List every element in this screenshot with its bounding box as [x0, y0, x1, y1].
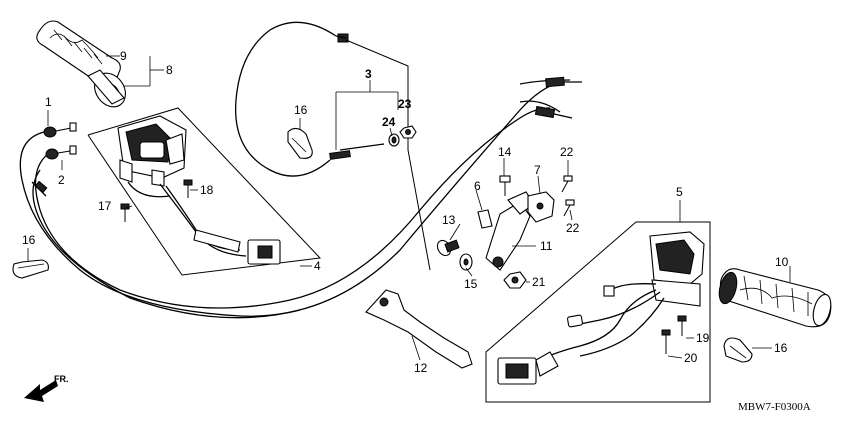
front-direction-arrow: FR. — [24, 374, 69, 402]
callout-18: 18 — [200, 183, 214, 197]
washer-24 — [388, 133, 400, 147]
callout-14: 14 — [498, 145, 512, 159]
callout-24: 24 — [382, 115, 396, 129]
clip-16-left — [12, 259, 49, 279]
left-switch-housing — [87, 107, 322, 276]
callout-22-top: 22 — [560, 145, 574, 159]
callout-20: 20 — [684, 351, 698, 365]
cable-routing — [19, 79, 571, 319]
callout-2: 2 — [58, 173, 65, 187]
callout-9: 9 — [120, 49, 127, 63]
right-switch-housing — [485, 221, 711, 403]
switch-7 — [527, 191, 555, 223]
leader-lines — [27, 55, 791, 361]
adjuster-13 — [436, 239, 460, 257]
callout-13: 13 — [442, 213, 456, 227]
bolt-20 — [661, 329, 671, 354]
front-direction-label: FR. — [54, 374, 69, 384]
callout-4: 4 — [314, 259, 321, 273]
callout-16-center: 16 — [294, 103, 308, 117]
callout-3: 3 — [365, 67, 372, 81]
right-grip — [718, 268, 832, 328]
bolt-17 — [120, 203, 130, 222]
washer-15 — [459, 253, 473, 271]
callout-10: 10 — [775, 255, 789, 269]
left-grip — [36, 20, 126, 108]
callout-1: 1 — [45, 95, 52, 109]
callout-16-left: 16 — [22, 233, 36, 247]
callout-23: 23 — [398, 97, 412, 111]
adjuster-1 — [43, 122, 77, 138]
pivot-6 — [477, 209, 493, 229]
cable-ends-top — [534, 76, 582, 119]
callout-5: 5 — [676, 185, 683, 199]
screw-22b — [563, 199, 575, 217]
nut-23 — [399, 125, 417, 139]
throttle-cable — [234, 21, 385, 177]
screw-22a — [561, 175, 573, 193]
callout-21: 21 — [532, 275, 546, 289]
callout-7: 7 — [534, 163, 541, 177]
bolt-19 — [677, 315, 687, 336]
screw-14 — [499, 175, 511, 196]
callout-12: 12 — [414, 361, 428, 375]
callout-19: 19 — [696, 331, 710, 345]
clip-16-center — [287, 127, 313, 159]
callout-labels: 1 2 3 4 5 6 7 8 9 10 11 12 13 14 15 16 1… — [22, 49, 789, 375]
nut-21 — [503, 271, 527, 289]
diagram-code: MBW7-F0300A — [738, 401, 811, 413]
callout-8: 8 — [166, 63, 173, 77]
callout-17: 17 — [98, 199, 112, 213]
lever — [365, 289, 473, 369]
clip-16-right — [723, 337, 753, 363]
callout-15: 15 — [464, 277, 478, 291]
bolt-18 — [183, 179, 193, 198]
callout-6: 6 — [474, 179, 481, 193]
adjuster-2 — [45, 145, 77, 160]
callout-22-bottom: 22 — [566, 221, 580, 235]
callout-11: 11 — [540, 239, 553, 253]
lever-bracket — [485, 191, 535, 271]
callout-16-right: 16 — [774, 341, 788, 355]
